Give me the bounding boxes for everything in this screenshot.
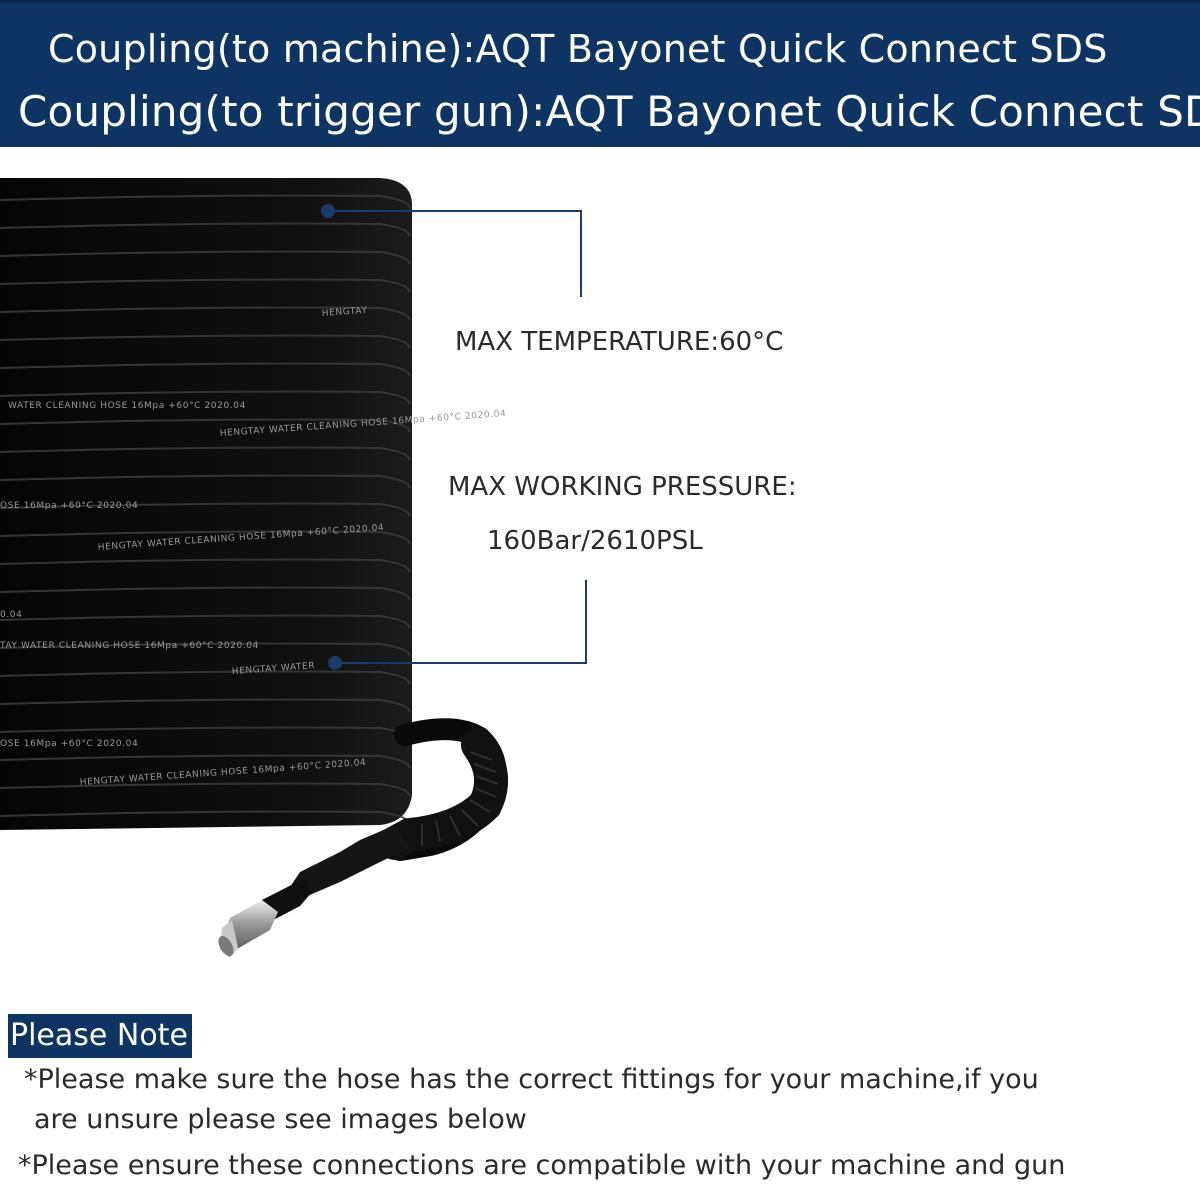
hose-ferrule [288,825,410,900]
hose-reel-image: WATER CLEANING HOSE 16Mpa +60°C 2020.04 … [0,178,587,958]
please-note-tag: Please Note [8,1014,192,1058]
callout-dot-pressure [328,656,342,670]
hose-winding [0,698,411,713]
max-temperature-label: MAX TEMPERATURE:60°C [455,327,784,357]
hose-winding [0,418,411,433]
hose-winding [0,222,411,237]
hose-winding [0,250,411,265]
callout-line-pressure [335,580,587,664]
hose-winding [0,390,411,405]
hose-print-3: OSE 16Mpa +60°C 2020.04 [0,501,138,511]
hose-print-5: 0.04 [0,610,22,620]
callout-line-temperature [328,210,582,297]
hose-winding [0,334,411,349]
hose-winding [0,810,411,825]
max-pressure-value: 160Bar/2610PSL [487,526,703,556]
callout-dot-temperature [321,204,335,218]
hose-winding [0,362,411,377]
header-banner: Coupling(to machine):AQT Bayonet Quick C… [0,0,1200,147]
hose-winding [0,194,411,209]
note-line-1: *Please make sure the hose has the corre… [24,1064,1039,1095]
hose-winding [0,446,411,461]
hose-winding [0,642,411,657]
hose-winding [0,502,411,517]
hose-print-1: WATER CLEANING HOSE 16Mpa +60°C 2020.04 [8,401,246,411]
hose-print-10: HENGTAY [322,306,368,319]
hose-winding [0,278,411,293]
hose-winding [0,782,411,797]
hose-winding [0,474,411,489]
hose-winding [0,754,411,769]
hose-print-6: TAY WATER CLEANING HOSE 16Mpa +60°C 2020… [0,641,259,651]
hose-winding [0,670,411,685]
hose-winding [0,558,411,573]
hose-windings [0,194,411,825]
max-pressure-label: MAX WORKING PRESSURE: [448,472,797,502]
hose-winding [0,614,411,629]
note-line-1-continued: are unsure please see images below [34,1104,527,1135]
note-line-2: *Please ensure these connections are com… [18,1150,1066,1181]
hose-winding [0,586,411,601]
coupling-machine-text: Coupling(to machine):AQT Bayonet Quick C… [48,27,1108,71]
quick-connect-plug [218,900,278,958]
hose-winding [0,530,411,545]
strain-relief [378,728,509,860]
hose-print-8: OSE 16Mpa +60°C 2020.04 [0,739,138,749]
hose-winding [0,306,411,321]
coupling-trigger-gun-text: Coupling(to trigger gun):AQT Bayonet Qui… [18,87,1200,136]
